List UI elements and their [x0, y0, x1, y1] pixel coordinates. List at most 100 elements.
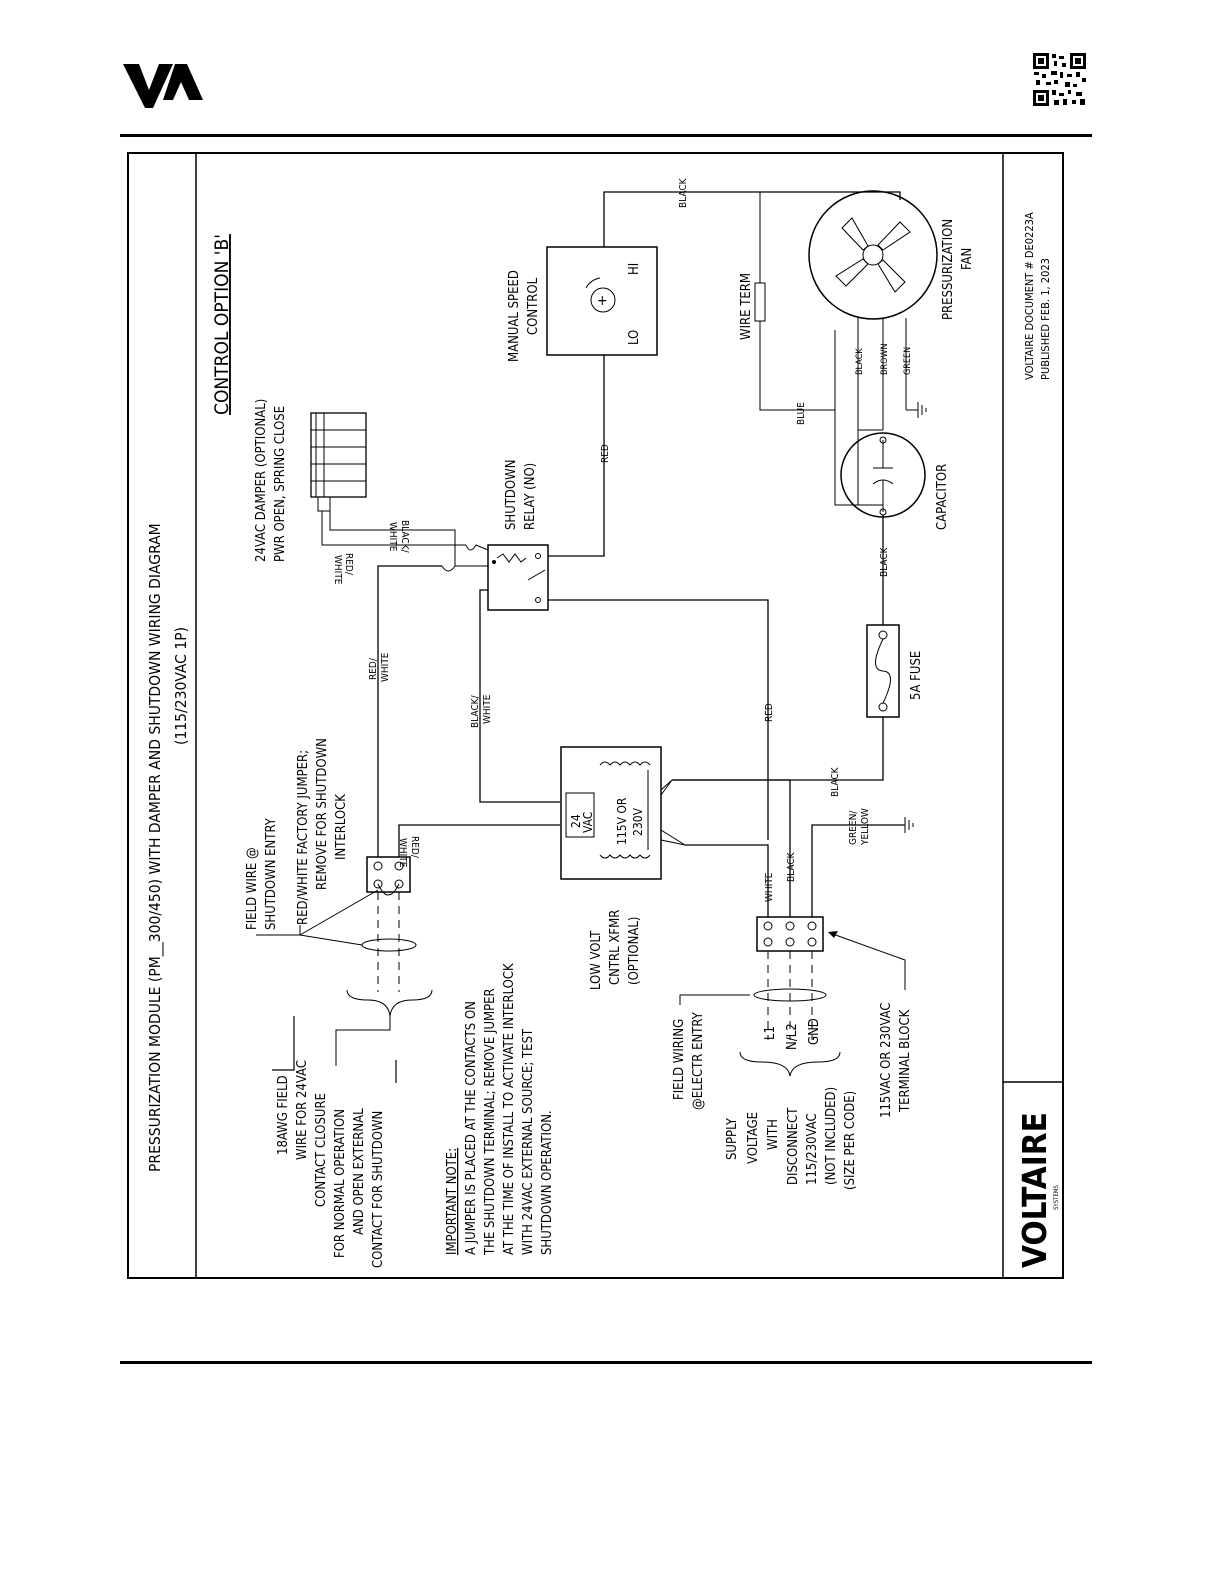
- svg-text:N/L2: N/L2: [785, 1023, 800, 1050]
- damper-icon: [310, 412, 367, 512]
- wire-label-red-white-1: RED/ WHITE: [368, 652, 391, 682]
- wire-term-label: WIRE TERM: [739, 273, 754, 340]
- pressurization-fan-icon: [808, 190, 938, 320]
- supply-line-labels: L1 N/L2 GND: [763, 1018, 822, 1050]
- svg-text:AT THE TIME OF INSTALL TO ACTI: AT THE TIME OF INSTALL TO ACTIVATE INTER…: [502, 963, 517, 1255]
- svg-text:115VAC OR 230VAC: 115VAC OR 230VAC: [879, 1002, 894, 1118]
- svg-text:A JUMPER IS PLACED AT THE CONT: A JUMPER IS PLACED AT THE CONTACTS ON: [464, 1001, 479, 1255]
- svg-text:(NOT INCLUDED): (NOT INCLUDED): [824, 1087, 839, 1185]
- svg-text:DISCONNECT: DISCONNECT: [786, 1107, 801, 1185]
- wire-label-red-lower: RED: [764, 703, 775, 722]
- svg-text:FIELD WIRING: FIELD WIRING: [672, 1019, 687, 1100]
- svg-text:18AWG FIELD: 18AWG FIELD: [276, 1075, 291, 1155]
- svg-text:THE SHUTDOWN TERMINAL; REMOVE: THE SHUTDOWN TERMINAL; REMOVE JUMPER: [483, 988, 498, 1256]
- wire-label-green: GREEN: [903, 347, 913, 375]
- jumper-note: RED/WHITE FACTORY JUMPER; REMOVE FOR SHU…: [296, 738, 349, 925]
- svg-text:RED/: RED/: [368, 657, 379, 680]
- svg-text:WHITE: WHITE: [397, 838, 408, 868]
- svg-text:AND OPEN EXTERNAL: AND OPEN EXTERNAL: [352, 1108, 367, 1235]
- speed-control-label: MANUAL SPEED CONTROL: [507, 270, 541, 362]
- svg-text:SHUTDOWN ENTRY: SHUTDOWN ENTRY: [264, 817, 279, 930]
- shutdown-relay: [487, 544, 549, 611]
- qr-code-icon: [1032, 52, 1087, 107]
- manual-speed-control: +: [546, 246, 658, 356]
- svg-text:RED/: RED/: [409, 836, 420, 859]
- svg-text:VOLTAIRE: VOLTAIRE: [1015, 1112, 1054, 1268]
- svg-text:24: 24: [569, 814, 583, 828]
- svg-text:CONTACT CLOSURE: CONTACT CLOSURE: [314, 1093, 329, 1207]
- transformer-label: LOW VOLT CNTRL XFMR (OPTIONAL): [589, 910, 642, 990]
- xfmr-24v: 24 VAC: [569, 812, 595, 833]
- damper-label: 24VAC DAMPER (OPTIONAL) PWR OPEN, SPRING…: [254, 399, 288, 562]
- wire-label-black-fan: BLACK: [855, 348, 865, 375]
- ground-icon-supply: [904, 817, 914, 833]
- speed-lo: LO: [627, 330, 642, 345]
- voltaire-va-logo: [123, 64, 203, 108]
- svg-text:24VAC DAMPER (OPTIONAL): 24VAC DAMPER (OPTIONAL): [254, 399, 269, 562]
- svg-text:GND: GND: [807, 1018, 822, 1045]
- wire-label-blue: BLUE: [796, 402, 807, 425]
- svg-text:FIELD WIRE @: FIELD WIRE @: [245, 847, 260, 930]
- fan-label: PRESSURIZATION FAN: [941, 219, 975, 320]
- wire-label-red-white-damper: RED/ WHITE: [332, 553, 354, 585]
- wire-label-black-top: BLACK: [678, 177, 689, 208]
- svg-text:INTERLOCK: INTERLOCK: [334, 794, 349, 860]
- svg-text:MANUAL SPEED: MANUAL SPEED: [507, 270, 522, 362]
- bottom-rule: [120, 1361, 1092, 1364]
- xfmr-115: 115V OR 230V: [615, 797, 645, 845]
- svg-text:GREEN/: GREEN/: [848, 810, 859, 845]
- field-wiring-label: FIELD WIRING @ELECTR ENTRY: [672, 1011, 706, 1110]
- svg-text:SHUTDOWN: SHUTDOWN: [504, 460, 519, 530]
- svg-text:RELAY (NO): RELAY (NO): [523, 463, 538, 530]
- top-rule: [120, 134, 1092, 137]
- wire-label-red-white-2: RED/ WHITE: [397, 836, 420, 868]
- wire-label-white: WHITE: [764, 872, 775, 902]
- svg-text:LOW VOLT: LOW VOLT: [589, 930, 604, 990]
- svg-text:PRESSURIZATION: PRESSURIZATION: [941, 219, 956, 320]
- svg-text:WITH 24VAC EXTERNAL SOURCE; TE: WITH 24VAC EXTERNAL SOURCE; TEST: [521, 1028, 536, 1255]
- svg-text:YELLOW: YELLOW: [860, 808, 871, 846]
- svg-text:WHITE: WHITE: [387, 522, 398, 552]
- svg-text:115V OR: 115V OR: [615, 797, 629, 845]
- field-wire-shutdown-label: FIELD WIRE @ SHUTDOWN ENTRY: [245, 817, 279, 930]
- speed-hi: HI: [627, 263, 642, 275]
- svg-text:BLACK/: BLACK/: [470, 694, 481, 728]
- svg-text:RED/WHITE FACTORY JUMPER;: RED/WHITE FACTORY JUMPER;: [296, 750, 311, 925]
- svg-text:SYSTEMS: SYSTEMS: [1053, 1184, 1060, 1210]
- wire-label-brown: BROWN: [880, 343, 890, 375]
- svg-text:@ELECTR ENTRY: @ELECTR ENTRY: [691, 1011, 706, 1110]
- svg-text:VAC: VAC: [581, 812, 595, 833]
- svg-text:115/230VAC: 115/230VAC: [805, 1113, 820, 1185]
- voltaire-brand-logo: VOLTAIRE SYSTEMS: [1015, 1112, 1060, 1268]
- svg-text:L1: L1: [763, 1026, 778, 1040]
- svg-text:PWR OPEN, SPRING CLOSE: PWR OPEN, SPRING CLOSE: [273, 406, 288, 562]
- svg-text:WHITE: WHITE: [482, 694, 493, 724]
- svg-text:FAN: FAN: [960, 248, 975, 270]
- wire-label-black-tb: BLACK: [786, 851, 797, 882]
- svg-text:TERMINAL BLOCK: TERMINAL BLOCK: [898, 1009, 913, 1113]
- relay-label: SHUTDOWN RELAY (NO): [504, 460, 538, 530]
- diagram-title: PRESSURIZATION MODULE (PM__300/450) WITH…: [146, 523, 165, 1172]
- wire-label-black-cap: BLACK: [879, 546, 890, 577]
- transformer: [560, 746, 662, 880]
- svg-text:WIRE FOR 24VAC: WIRE FOR 24VAC: [295, 1060, 310, 1160]
- svg-text:REMOVE FOR SHUTDOWN: REMOVE FOR SHUTDOWN: [315, 738, 330, 890]
- svg-text:WITH: WITH: [766, 1119, 781, 1150]
- doc-number: VOLTAIRE DOCUMENT # DE0223A: [1023, 212, 1036, 380]
- wire-label-black-fuse: BLACK: [830, 766, 841, 797]
- svg-text:CONTACT FOR SHUTDOWN: CONTACT FOR SHUTDOWN: [371, 1111, 386, 1268]
- important-note: IMPORTANT NOTE: A JUMPER IS PLACED AT TH…: [445, 963, 555, 1256]
- wire-label-red-relay: RED: [600, 444, 611, 463]
- svg-text:+: +: [597, 293, 608, 309]
- capacitor-icon: [840, 432, 926, 518]
- terminal-block: [756, 916, 824, 952]
- doc-date: PUBLISHED FEB. 1, 2023: [1039, 258, 1052, 380]
- svg-text:(OPTIONAL): (OPTIONAL): [627, 917, 642, 985]
- svg-text:WHITE: WHITE: [380, 652, 391, 682]
- svg-text:(SIZE PER CODE): (SIZE PER CODE): [843, 1091, 858, 1190]
- svg-text:FOR NORMAL OPERATION: FOR NORMAL OPERATION: [333, 1109, 348, 1258]
- svg-text:IMPORTANT NOTE:: IMPORTANT NOTE:: [445, 1148, 460, 1255]
- svg-text:CONTROL: CONTROL: [526, 277, 541, 335]
- svg-text:SHUTDOWN OPERATION.: SHUTDOWN OPERATION.: [540, 1110, 555, 1255]
